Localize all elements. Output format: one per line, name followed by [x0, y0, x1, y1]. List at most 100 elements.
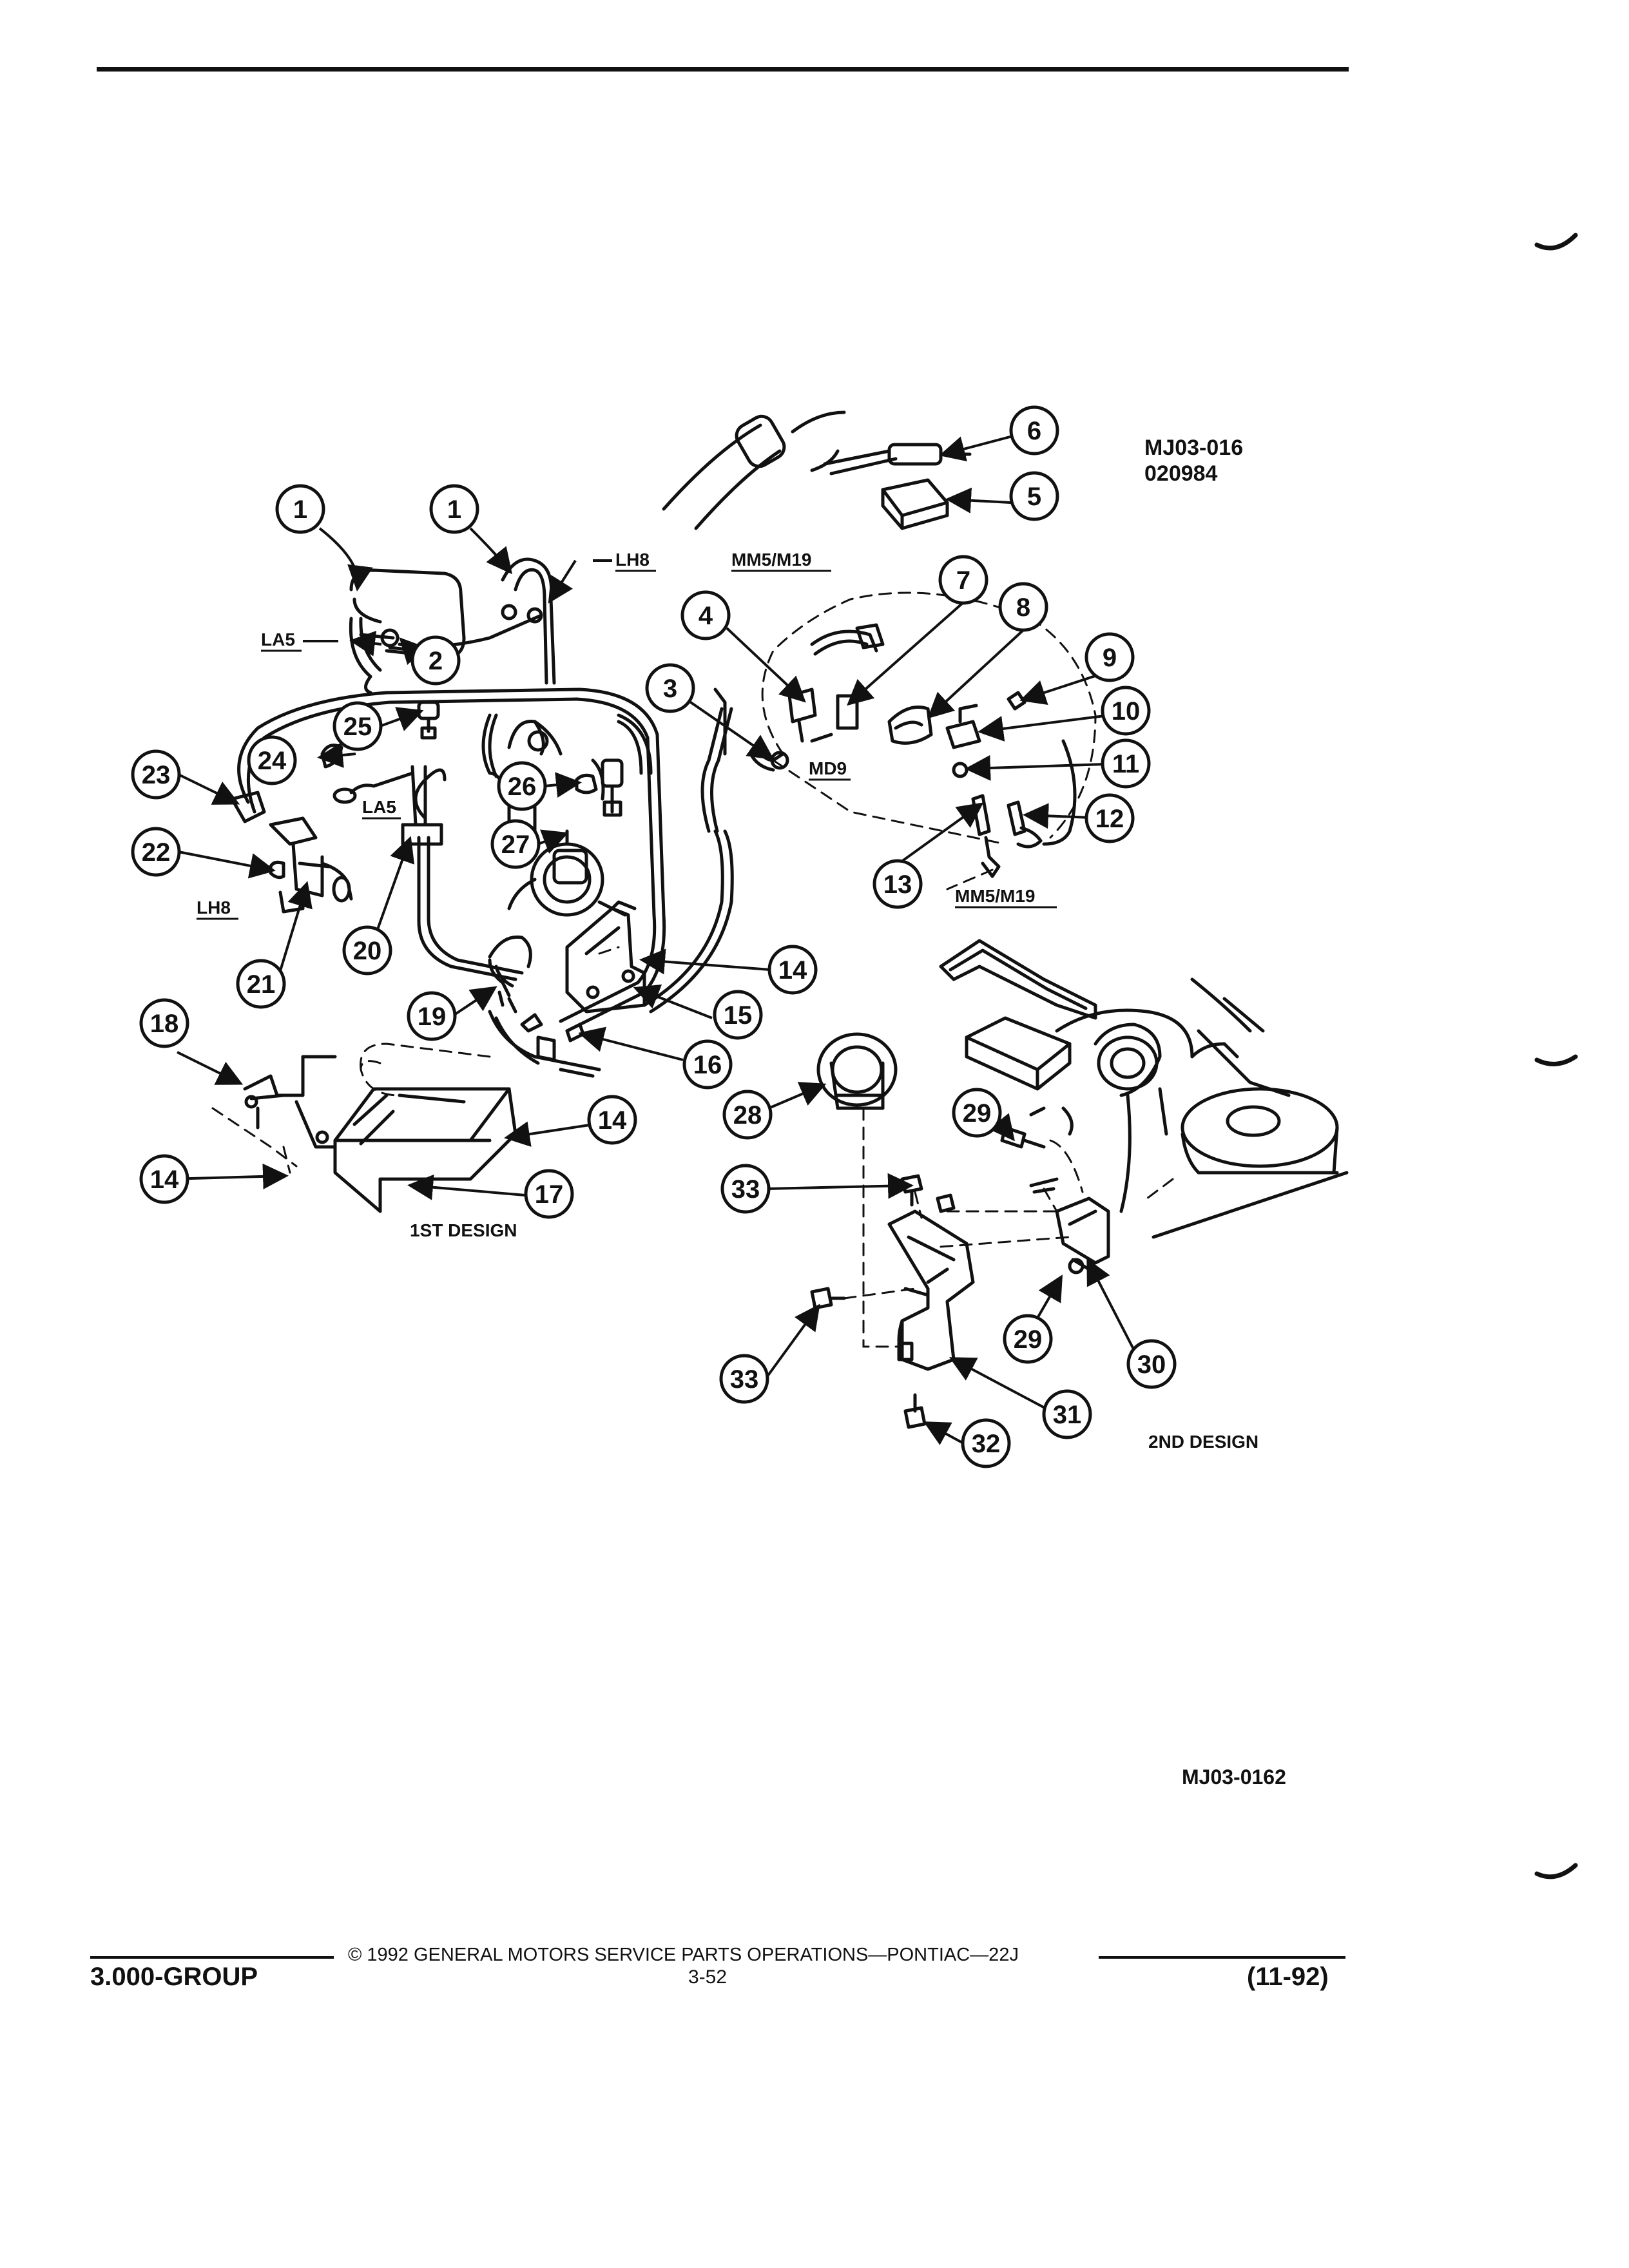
- svg-text:10: 10: [1112, 697, 1141, 726]
- part-18-bracket: [243, 1055, 337, 1149]
- svg-text:4: 4: [699, 602, 713, 630]
- part-30-bracket: [1055, 1196, 1110, 1284]
- svg-text:5: 5: [1027, 483, 1041, 511]
- figure-code-top: MJ03-016: [1144, 436, 1244, 460]
- part-16-screw: [565, 1023, 585, 1043]
- svg-text:28: 28: [733, 1101, 762, 1129]
- svg-text:9: 9: [1103, 644, 1117, 672]
- svg-text:26: 26: [508, 773, 537, 801]
- callout-17: 17: [524, 1169, 574, 1219]
- part-11-grommet: [952, 762, 969, 778]
- footer-rule-left: [90, 1956, 334, 1959]
- top-rule: [97, 67, 1349, 72]
- callout-16: 16: [682, 1039, 733, 1090]
- svg-text:MM5/M19: MM5/M19: [955, 886, 1035, 906]
- svg-text:MD9: MD9: [809, 758, 847, 778]
- callout-12: 12: [1084, 793, 1135, 843]
- footer-page-number: 3-52: [688, 1966, 728, 1988]
- binder-mark-1: [1534, 233, 1578, 251]
- part-10-bracket: [945, 704, 981, 749]
- svg-text:29: 29: [1014, 1325, 1043, 1354]
- svg-text:20: 20: [353, 937, 382, 965]
- figure-code-bottom: MJ03-0162: [1182, 1765, 1286, 1789]
- svg-text:14: 14: [598, 1106, 627, 1135]
- callout-13: 13: [872, 859, 923, 909]
- tag-mm5-top: MM5/M19: [731, 550, 831, 572]
- callout-18: 18: [139, 998, 189, 1048]
- svg-text:32: 32: [972, 1430, 1001, 1458]
- part-32-bolt: [903, 1393, 927, 1429]
- callout-8: 8: [998, 582, 1048, 632]
- callout-31: 31: [1042, 1389, 1092, 1439]
- figure-date-top: 020984: [1144, 461, 1218, 486]
- tag-lh8-left: LH8: [197, 898, 238, 920]
- callout-32: 32: [961, 1418, 1011, 1468]
- svg-text:12: 12: [1095, 805, 1124, 833]
- svg-text:29: 29: [963, 1099, 992, 1128]
- svg-text:11: 11: [1112, 750, 1139, 778]
- svg-text:21: 21: [247, 970, 276, 999]
- svg-text:25: 25: [343, 713, 372, 741]
- part-15-bracket: [565, 900, 646, 1014]
- svg-text:24: 24: [258, 747, 287, 775]
- part-5-connector: [881, 478, 949, 530]
- svg-text:13: 13: [883, 870, 912, 899]
- callout-4: 4: [680, 590, 731, 640]
- callout-29a: 29: [952, 1088, 1002, 1138]
- svg-text:8: 8: [1016, 593, 1030, 622]
- callout-6: 6: [1009, 405, 1059, 456]
- svg-text:LA5: LA5: [261, 629, 295, 649]
- callout-19: 19: [407, 991, 457, 1041]
- svg-text:6: 6: [1027, 417, 1041, 445]
- callout-14c: 14: [139, 1154, 189, 1204]
- tag-md9: MD9: [809, 758, 851, 781]
- callout-33a: 33: [720, 1164, 771, 1214]
- first-design-label: 1ST DESIGN: [410, 1220, 517, 1240]
- svg-text:17: 17: [535, 1180, 564, 1209]
- part-25-nut: [417, 700, 440, 740]
- svg-text:1: 1: [293, 495, 307, 524]
- svg-text:19: 19: [418, 1003, 447, 1031]
- callout-14b: 14: [587, 1095, 637, 1145]
- callout-11: 11: [1101, 738, 1151, 789]
- blower-housing-sketch: [939, 939, 1349, 1239]
- svg-text:33: 33: [730, 1365, 759, 1394]
- part-21-bracket: [230, 791, 353, 914]
- svg-text:22: 22: [142, 838, 171, 867]
- svg-text:16: 16: [693, 1051, 722, 1079]
- callout-1a: 1: [275, 484, 325, 534]
- svg-text:27: 27: [501, 831, 530, 859]
- callout-22: 22: [131, 827, 181, 877]
- tag-mm5-bottom: MM5/M19: [955, 886, 1057, 908]
- part-3-fitting: [713, 687, 789, 772]
- callout-28: 28: [722, 1090, 773, 1140]
- svg-text:2: 2: [429, 647, 443, 675]
- part-26-fitting: [575, 758, 624, 817]
- part-19-hose-connector: [488, 935, 601, 1078]
- part-31-bracket: [887, 1209, 975, 1371]
- svg-text:23: 23: [142, 761, 171, 789]
- svg-text:LH8: LH8: [615, 550, 650, 570]
- part-9-screw: [1007, 691, 1027, 711]
- part-20-connector-block: [333, 765, 443, 846]
- tag-lh8-top: LH8: [593, 550, 656, 572]
- svg-text:7: 7: [956, 566, 970, 595]
- callout-14a: 14: [767, 945, 818, 995]
- callout-bubbles: 1 1 2 3 4 5 6 7 8 9 10 11 12 13 14 14 14…: [131, 405, 1177, 1468]
- svg-text:3: 3: [663, 675, 677, 703]
- footer-revision: (11-92): [1247, 1963, 1329, 1991]
- svg-text:18: 18: [150, 1010, 179, 1038]
- binder-mark-3: [1534, 1863, 1578, 1879]
- footer-copyright: © 1992 GENERAL MOTORS SERVICE PARTS OPER…: [348, 1945, 1019, 1965]
- tag-la5-mid: LA5: [362, 797, 401, 820]
- callout-30: 30: [1126, 1339, 1177, 1389]
- callout-3: 3: [645, 663, 695, 713]
- svg-text:1: 1: [447, 495, 461, 524]
- callout-23: 23: [131, 749, 181, 800]
- svg-text:15: 15: [724, 1001, 753, 1030]
- svg-text:LA5: LA5: [362, 797, 396, 817]
- svg-text:14: 14: [778, 956, 807, 985]
- callout-10: 10: [1101, 686, 1151, 736]
- engine-option-tags: LA5 LH8 MM5/M19 MD9 LA5 LH8 MM5/M19: [197, 550, 1057, 920]
- svg-text:LH8: LH8: [197, 898, 231, 918]
